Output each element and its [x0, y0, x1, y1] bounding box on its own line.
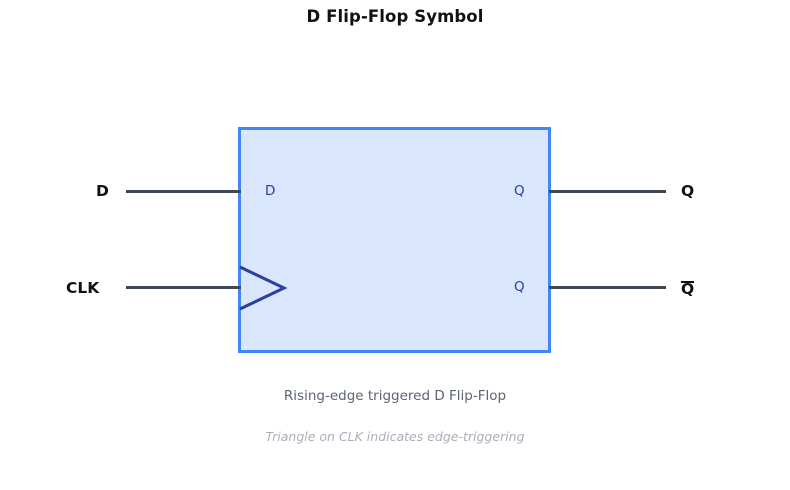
- port-label-q: Q: [514, 183, 525, 199]
- port-label-d: D: [265, 183, 276, 199]
- pin-label-qbar: Q: [681, 280, 695, 298]
- pin-label-qbar-text: Q: [681, 280, 695, 298]
- flip-flop-body: [238, 127, 551, 353]
- caption-main: Rising-edge triggered D Flip-Flop: [283, 388, 507, 404]
- wire-q-output: [549, 190, 666, 193]
- clock-triangle-icon: [239, 265, 287, 311]
- caption-sub: Triangle on CLK indicates edge-triggerin…: [265, 429, 525, 444]
- wire-qbar-output: [549, 286, 666, 289]
- wire-clk-input: [126, 286, 241, 289]
- pin-label-clk: CLK: [66, 279, 100, 297]
- port-label-qbar: Q: [514, 279, 525, 295]
- page-title: D Flip-Flop Symbol: [306, 7, 484, 26]
- pin-label-d: D: [96, 182, 109, 200]
- wire-d-input: [126, 190, 241, 193]
- pin-label-q: Q: [681, 182, 695, 200]
